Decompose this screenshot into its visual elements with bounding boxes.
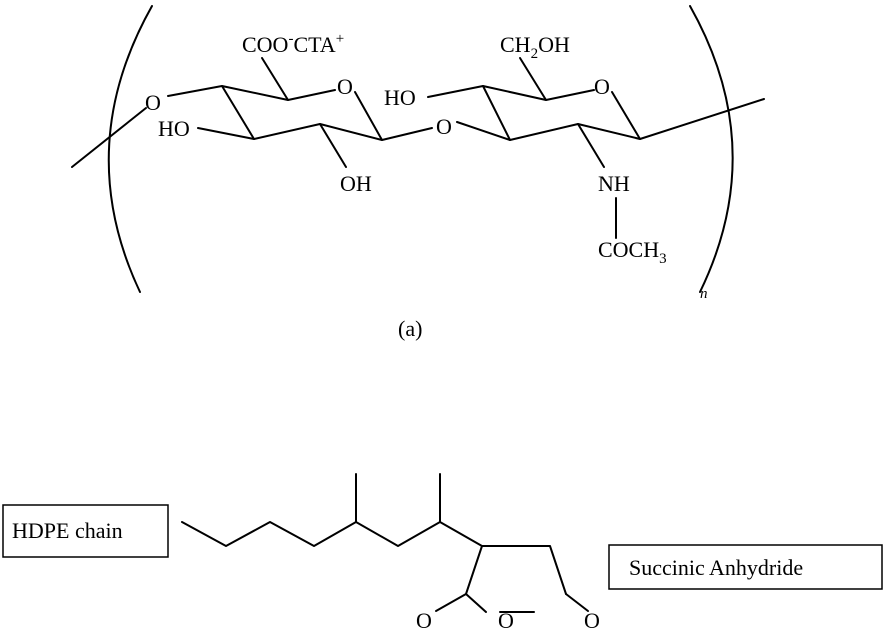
structure-a: O COO-CTA+ O HO OH O CH2OH HO O NH COCH3… — [72, 6, 764, 341]
ring-2 — [483, 86, 640, 140]
ring-oxygen: O — [498, 608, 514, 633]
carboxylate-group: COO-CTA+ — [242, 31, 344, 57]
bridge-oxygen-left: O — [145, 90, 161, 115]
anhydride-ring — [466, 546, 566, 612]
hydroxyl-c2-ring-1: OH — [340, 171, 372, 196]
acetyl-group: COCH3 — [598, 237, 667, 267]
caption-a: (a) — [398, 316, 422, 341]
right-bracket — [690, 6, 733, 292]
ring-1-carboxyl-bond — [262, 58, 288, 100]
ring-2-nh-bond — [578, 124, 604, 167]
carbonyl-left-bond — [436, 594, 466, 611]
ring-1-ho-bond — [198, 128, 254, 139]
carbonyl-oxygen-left: O — [416, 608, 432, 633]
hdpe-chain-label: HDPE chain — [12, 518, 123, 543]
carbonyl-oxygen-right: O — [584, 608, 600, 633]
amide-nh: NH — [598, 171, 630, 196]
ring-1-oxygen: O — [337, 74, 353, 99]
hydroxymethyl-group: CH2OH — [500, 32, 570, 62]
hdpe-zigzag-chain — [182, 522, 482, 546]
ring-2-oxygen: O — [594, 74, 610, 99]
left-bracket — [109, 6, 152, 292]
ring-2-ch2oh-bond — [520, 58, 546, 100]
right-terminal-bond — [640, 99, 764, 139]
ring-2-ho-bond — [428, 86, 483, 97]
hydroxyl-c3-ring-1: HO — [158, 116, 190, 141]
structure-b: HDPE chain Succinic Anhydride O O O — [3, 474, 882, 633]
glycosidic-oxygen: O — [436, 114, 452, 139]
hydroxyl-c4-ring-2: HO — [384, 85, 416, 110]
succinic-anhydride-label: Succinic Anhydride — [629, 555, 803, 580]
repeat-subscript: n — [700, 286, 708, 302]
